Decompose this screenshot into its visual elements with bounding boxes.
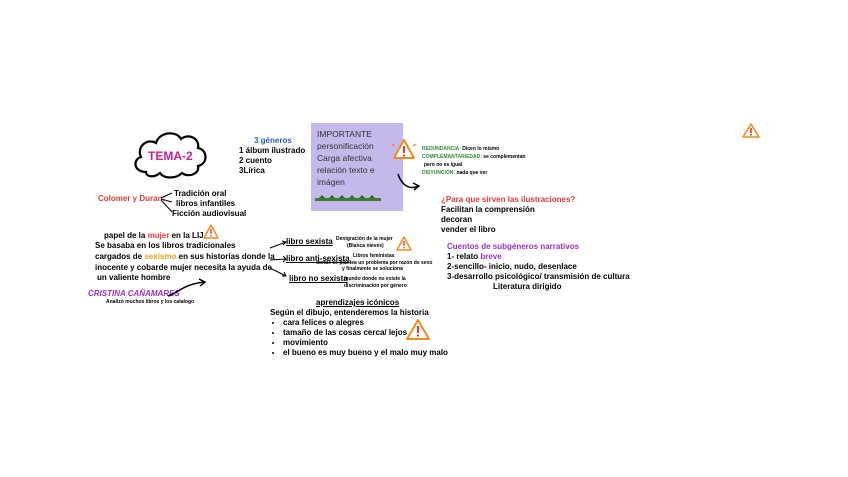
colomer-item-2: libros infantiles — [176, 199, 236, 208]
ilustraciones-item-1: Facilitan la comprensión — [441, 205, 535, 214]
ilustraciones-item-2: decoran — [441, 215, 473, 224]
colomer-connector — [160, 192, 173, 213]
mujer-prefix: papel de la — [104, 231, 148, 240]
libro-sexista-note-2: (Blanca nieves) — [347, 243, 384, 249]
libro-anti-note-2: donde se plantea un problema por razón d… — [316, 260, 433, 266]
warning-icon — [396, 236, 412, 251]
list-item: el bueno es muy bueno y el malo muy malo — [283, 348, 448, 358]
complementariedad-text: se complementan — [481, 154, 526, 160]
aprendizajes-title: aprendizajes icónicos — [316, 298, 400, 307]
sexismo-highlight: sexismo — [144, 252, 177, 261]
cuentos-item-3: 3-desarrollo psicológico/ transmisión de… — [447, 272, 630, 281]
aprendizajes-intro: Según el dibujo, entenderemos la histori… — [270, 308, 429, 317]
sticky-line-3: Carga afectiva — [317, 153, 372, 163]
libro-anti-note-3: y finalmente se soluciona — [342, 266, 403, 272]
warning-icon — [742, 123, 760, 138]
mujer-heading: papel de la mujer en la LIJ — [104, 231, 204, 241]
ilustraciones-item-3: vender el libro — [441, 225, 496, 234]
mujer-line-2a: cargados de — [95, 252, 145, 261]
redundancia-row: REDUNDANCIA: Dicen lo mismo — [422, 146, 499, 152]
plant-strip-icon — [315, 195, 381, 201]
generos-item-1: 1 álbum ilustrado — [239, 146, 306, 155]
complementariedad-label: COMPLEMANTARIEDAD: — [422, 154, 482, 160]
arrow-icon — [167, 278, 207, 297]
colomer-item-3: Ficción audiovisual — [172, 209, 247, 218]
redundancia-label: REDUNDANCIA: — [422, 146, 461, 152]
libro-sexista-note-1: Denigración de la mujer — [336, 236, 393, 242]
arrow-icon — [397, 173, 421, 191]
sticky-line-1: IMPORTANTE — [317, 129, 372, 139]
complementariedad-row: COMPLEMANTARIEDAD: se complementan — [422, 154, 526, 160]
sticky-line-2: personificación — [317, 141, 374, 151]
libro-no-sexista: libro no sexista — [289, 274, 348, 283]
list-item: cara felices o alegres — [283, 318, 448, 328]
sticky-line-4: relación texto e — [317, 165, 375, 175]
mujer-line-2c: en sus historias donde la — [176, 252, 275, 261]
generos-title: 3 géneros — [254, 136, 292, 145]
mujer-line-3: inocente y cobarde mujer necesita la ayu… — [95, 263, 272, 272]
list-item: tamaño de las cosas cerca/ lejos — [283, 328, 448, 338]
cuentos-item-1a: 1- relato — [447, 252, 481, 261]
cuentos-item-2: 2-sencillo- inicio, nudo, desenlace — [447, 262, 577, 271]
cuentos-title: Cuentos de subgéneros narrativos — [447, 242, 580, 251]
generos-item-2: 2 cuento — [239, 156, 272, 165]
mujer-line-1: Se basaba en los libros tradicionales — [95, 241, 236, 250]
sticky-line-5: imágen — [317, 177, 345, 187]
mujer-suffix: en la LIJ — [169, 231, 204, 240]
mujer-line-4: un valiente hombre — [97, 273, 171, 282]
libro-anti-note-1: Libros feministas — [353, 253, 395, 259]
libro-no-note-1: mundo donde no existe la — [344, 276, 406, 282]
libros-connector — [269, 240, 287, 277]
cristina-note: Analizó muchos libros y los catalogo — [106, 299, 195, 305]
libro-anti-sexista: libro anti-sexista — [286, 254, 350, 263]
cuentos-item-1: 1- relato breve — [447, 252, 502, 262]
generos-item-3: 3Lírica — [239, 166, 265, 175]
cristina-name: CRISTINA CAÑAMARES — [88, 289, 180, 298]
colomer-label: Colomer y Duran: — [98, 194, 166, 203]
disyuncion-label: DISYUNCIÓN: — [422, 170, 456, 176]
tema-label: TEMA-2 — [148, 149, 193, 163]
disyuncion-text: nada que ver — [455, 170, 488, 176]
warning-icon — [391, 139, 417, 159]
breve-highlight: breve — [480, 252, 502, 261]
cloud-icon — [134, 132, 207, 179]
mujer-highlight: mujer — [147, 231, 170, 240]
aprendizajes-list: cara felices o alegres tamaño de las cos… — [271, 318, 448, 358]
libro-no-note-2: discriminación por género — [344, 283, 407, 289]
redundancia-text: Dicen lo mismo — [460, 146, 500, 152]
mujer-line-2: cargados de sexismo en sus historias don… — [95, 252, 275, 262]
warning-icon — [203, 224, 219, 239]
ilustraciones-question: ¿Para que sirven las ilustraciones? — [441, 195, 576, 204]
disyuncion-row: DISYUNCIÓN: nada que ver — [422, 170, 487, 176]
sticky-note: IMPORTANTE personificación Carga afectiv… — [311, 123, 403, 211]
colomer-item-1: Tradición oral — [174, 189, 227, 198]
cuentos-item-4: Literatura dirigido — [493, 282, 562, 291]
warning-icon — [406, 319, 430, 340]
libro-sexista: libro sexista — [286, 237, 333, 246]
complementariedad-text-2: pero no es igual — [424, 162, 463, 168]
list-item: movimiento — [283, 338, 448, 348]
